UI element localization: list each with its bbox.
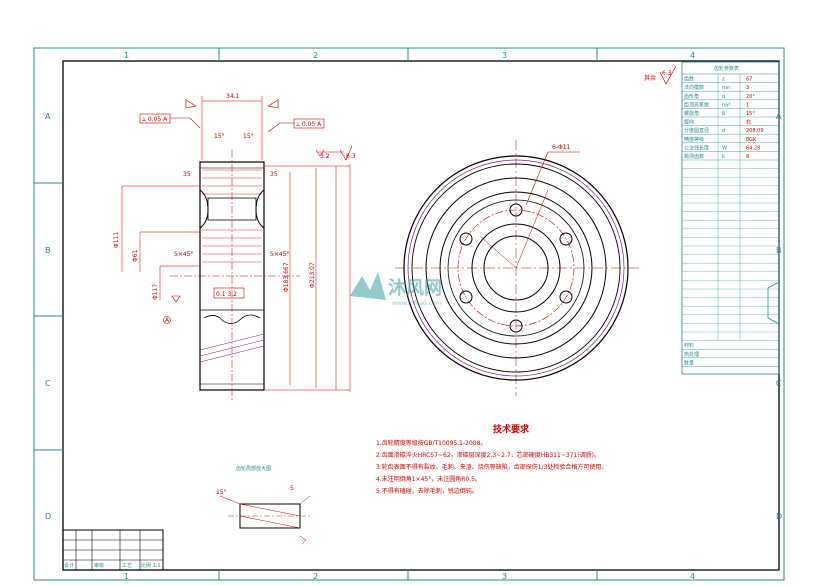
col-label: 2 [313, 572, 318, 581]
title-cell: 审核 [94, 562, 104, 569]
gear-stamp-row: 材料 [684, 342, 694, 349]
angle-right: 15° [243, 133, 254, 140]
col-label: 1 [124, 572, 129, 581]
gear-param-symbol: W [722, 145, 727, 151]
watermark: 沐风网 www.mfcad.com [350, 272, 442, 307]
chamfer-left: 5×45° [174, 251, 193, 258]
roughness-rest: 其余 6.3 [644, 65, 677, 85]
notes-title: 技术要求 [493, 423, 530, 435]
gear-param-symbol: α [722, 94, 726, 100]
dim-35-left: 35 [183, 171, 191, 178]
roughness-rest-label: 其余 [644, 74, 656, 82]
gear-param-name: 公法线长度 [684, 144, 709, 151]
gear-parameter-table: 齿轮参数表 齿数 z 67 法向模数 mn 3 齿形角 α 20° 齿顶高系数 ha* 1 螺旋角 β 15… [681, 61, 780, 375]
title-cell: 工艺 [122, 563, 132, 569]
row-labels-left: A B C D [34, 112, 63, 521]
gauge-box: 0.1 3.2 [216, 291, 237, 298]
tolerance-left: ⟂ 0.05 A [142, 116, 168, 123]
gear-param-symbol: z [722, 77, 725, 83]
note-item: 3.轮齿表面不得有裂纹、毛刺、夹渣、烧伤等缺陷，齿部探伤1/3处检验合格方可使用… [376, 463, 607, 471]
note-item: 4.未注明倒角1×45°，未注圆角R0.5。 [376, 475, 481, 483]
gear-param-symbol: mn [722, 85, 730, 91]
gear-param-name: 齿顶高系数 [684, 101, 709, 108]
gear-param-name: 齿形角 [684, 93, 699, 100]
gear-param-value: 15° [746, 111, 755, 117]
gear-stamp-row: 热处理 [684, 351, 699, 358]
col-label: 3 [502, 51, 507, 60]
col-label: 4 [690, 572, 695, 581]
title-cell: 比例 1:1 [141, 562, 161, 569]
col-label: 4 [690, 51, 695, 60]
angle-left: 15° [214, 133, 225, 140]
roughness-rest-value: 6.3 [662, 70, 672, 77]
row-label: C [776, 379, 782, 388]
gear-stamp-row: 数量 [684, 359, 694, 366]
dia-label: Φ117 [152, 284, 159, 300]
gear-param-symbol: d [722, 128, 725, 134]
row-label: B [45, 246, 51, 255]
column-labels-bottom: 1 2 3 4 [124, 570, 695, 581]
gear-param-name: 精度等级 [684, 136, 704, 143]
column-labels-top: 1 2 3 4 [124, 48, 695, 61]
col-label: 3 [502, 572, 507, 581]
tolerance-right: ⟂ 0.05 A [296, 121, 322, 128]
dia-label: Φ111 [113, 232, 120, 248]
dim-35-right: 35 [270, 171, 278, 178]
hole-label: 6-Φ11 [552, 144, 571, 151]
row-label: A [45, 112, 51, 121]
technical-notes: 技术要求 1.齿轮精度等级按GB/T10095.1-2008。 2.齿面渗碳淬火… [376, 423, 607, 495]
watermark-sub: www.mfcad.com [392, 300, 442, 307]
datum-a: A [165, 317, 170, 324]
row-label: D [45, 512, 51, 521]
row-label: D [776, 512, 782, 521]
col-label: 1 [124, 51, 129, 60]
roughness-2: 6.3 [346, 153, 356, 160]
gear-param-value: 1 [746, 102, 749, 108]
roughness-1: 3.2 [320, 153, 330, 160]
gear-table-title: 齿轮参数表 [714, 65, 739, 72]
gear-param-name: 法向模数 [684, 84, 704, 91]
front-view: 6-Φ11 [395, 140, 640, 396]
gear-param-value: 8 [746, 154, 749, 160]
gear-param-symbol: ha* [722, 102, 731, 108]
dia-label: Φ213.07 [309, 262, 316, 288]
gear-param-name: 跨测齿数 [684, 153, 704, 160]
note-item: 2.齿面渗碳淬火HRC57~62，渗碳层深度2.3~2.7，芯部硬度HB311~… [376, 451, 600, 459]
title-block: 设计 审核 工艺 比例 1:1 [62, 529, 164, 571]
gear-param-symbol: β [722, 111, 725, 117]
watermark-logo-icon [350, 272, 386, 300]
gear-param-symbol: k [722, 154, 725, 160]
section-view: 34.1 ⟂ 0.05 A ⟂ 0.05 A 15° 15° [113, 93, 356, 400]
detail-view: 齿轮局部放大图 15° 5 [216, 465, 312, 545]
edge-detail [767, 281, 780, 325]
gear-param-name: 齿数 [684, 76, 694, 83]
gear-param-value: 3 [746, 85, 749, 91]
dia-label: Φ61 [132, 249, 139, 262]
note-item: 5.不得有磕碰，去除毛刺，锐边倒钝。 [376, 487, 478, 495]
detail-angle: 15° [216, 489, 227, 496]
gear-param-value: 64.28 [746, 145, 760, 151]
dia-label: Φ183.667 [283, 262, 290, 292]
detail-title: 齿轮局部放大图 [236, 465, 271, 472]
gear-param-name: 分度圆直径 [684, 127, 709, 134]
watermark-text: 沐风网 [388, 277, 442, 299]
chamfer-right: 5×45° [270, 251, 289, 258]
row-label: C [45, 379, 51, 388]
gear-param-name: 螺旋角 [684, 110, 699, 117]
gear-param-value: 右 [746, 119, 751, 126]
dim-top: 34.1 [226, 93, 240, 100]
gear-param-value: 67 [746, 77, 752, 83]
gear-param-value: 8GK [746, 137, 757, 143]
note-item: 1.齿轮精度等级按GB/T10095.1-2008。 [376, 439, 486, 447]
detail-dim: 5 [290, 485, 294, 492]
outer-border [33, 47, 785, 581]
gear-param-value: 20° [746, 94, 755, 100]
col-label: 2 [313, 51, 318, 60]
gear-param-value: 208.09 [746, 128, 764, 134]
title-cell: 设计 [64, 562, 74, 569]
gear-param-name: 旋向 [684, 119, 694, 126]
